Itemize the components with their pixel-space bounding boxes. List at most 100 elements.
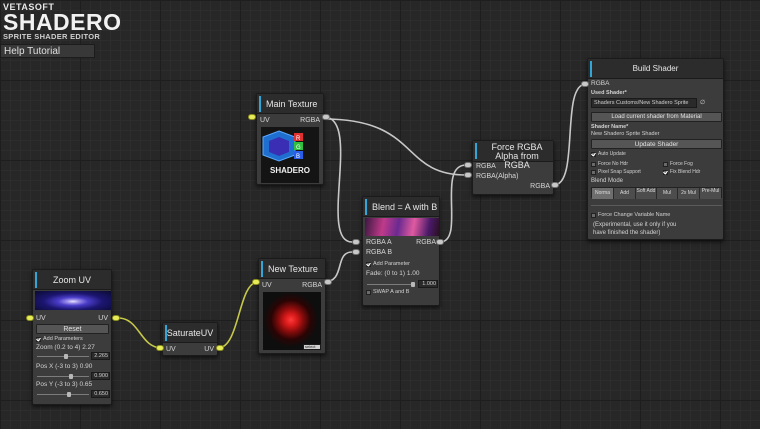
blend-out-label: RGBA xyxy=(416,239,436,246)
force-alpha-out-label: RGBA xyxy=(530,183,550,190)
blend-add-parameter-checkbox[interactable] xyxy=(366,262,371,267)
posx-slider[interactable] xyxy=(37,374,89,379)
zoom-uv-out-label: UV xyxy=(98,315,108,322)
add-parameters-checkbox[interactable] xyxy=(36,337,41,342)
texture-select-button[interactable]: select xyxy=(303,344,321,350)
fade-label: Fade: (0 to 1) 1.00 xyxy=(366,270,420,277)
posy-slider[interactable] xyxy=(37,392,89,397)
force-alpha-in-alpha-label: RGBA(Alpha) xyxy=(476,173,519,180)
fix-blend-checkbox[interactable] xyxy=(663,170,668,175)
experimental-note-line1: (Experimental, use it only if you xyxy=(593,222,677,228)
new-texture-in-pin[interactable] xyxy=(252,279,260,285)
main-texture-out-pin[interactable] xyxy=(322,114,330,120)
saturate-uv-in-label: UV xyxy=(166,346,176,353)
posy-slider-knob[interactable] xyxy=(67,392,71,397)
blend-add-parameter-label: Add Parameter xyxy=(373,261,410,267)
wire-saturateuv-to-newtexture xyxy=(217,281,259,349)
fix-blend-label: Fix Blend Hdr xyxy=(670,169,701,175)
force-no-hdr-label: Force No Hdr xyxy=(598,161,629,167)
zoom-uv-out-pin[interactable] xyxy=(112,315,120,321)
build-shader-in-pin[interactable] xyxy=(581,81,589,87)
node-force-alpha[interactable]: Force RGBA Alpha from RGBA RGBA RGBA(Alp… xyxy=(472,140,554,195)
blend-mode-pre-mul[interactable]: Pre-Mul xyxy=(700,188,721,199)
fade-slider[interactable] xyxy=(367,282,415,287)
zoom-uv-in-label: UV xyxy=(36,315,46,322)
load-shader-button[interactable]: Load current shader from Material xyxy=(591,112,722,122)
blend-mode-soft-add[interactable]: Soft Add xyxy=(636,188,657,199)
help-tutorial-button[interactable]: Help Tutorial xyxy=(0,44,95,58)
node-blend[interactable]: Blend = A with B RGBA A RGBA RGBA B Add … xyxy=(362,196,440,306)
node-title[interactable]: Main Texture xyxy=(257,94,323,114)
posx-label: Pos X (-3 to 3) 0.90 xyxy=(36,363,93,370)
shader-path-field[interactable]: Shaders Customs/New Shadero Sprite xyxy=(591,98,697,108)
force-no-hdr-checkbox[interactable] xyxy=(591,162,596,167)
fade-slider-knob[interactable] xyxy=(411,282,415,287)
node-main-texture[interactable]: Main Texture UV RGBA R G B SHADERO xyxy=(256,93,324,185)
logo-r-letter: R xyxy=(296,136,301,142)
blend-in-a-pin[interactable] xyxy=(352,239,360,245)
node-title[interactable]: Force RGBA Alpha from RGBA xyxy=(473,141,553,170)
shadero-logo: VETASOFT SHADERO SPRITE SHADER EDITOR xyxy=(3,3,122,41)
force-alpha-in-alpha-pin[interactable] xyxy=(464,172,472,178)
update-shader-button[interactable]: Update Shader xyxy=(591,139,722,149)
logo-shadero: SHADERO xyxy=(3,9,122,35)
node-title[interactable]: Build Shader xyxy=(588,59,723,79)
new-texture-preview xyxy=(263,292,321,350)
node-new-texture[interactable]: New Texture UV RGBA select xyxy=(258,258,326,354)
logo-g-swatch xyxy=(294,142,303,150)
auto-update-checkbox[interactable] xyxy=(591,152,596,157)
build-shader-in-label: RGBA xyxy=(591,80,610,87)
shader-name-value[interactable]: New Shadero Sprite Shader xyxy=(591,131,660,137)
force-change-checkbox[interactable] xyxy=(591,213,596,218)
zoom-uv-in-pin[interactable] xyxy=(26,315,34,321)
node-zoom-uv[interactable]: Zoom UV UV UV Reset Add Parameters Zoom … xyxy=(32,269,112,405)
blend-mode-2x-mul[interactable]: 2x Mul xyxy=(678,188,700,199)
blend-mode-norma[interactable]: Norma xyxy=(592,188,614,199)
new-texture-out-pin[interactable] xyxy=(324,279,332,285)
fade-value-field[interactable]: 1.000 xyxy=(418,280,438,288)
posy-value-field[interactable]: 0.650 xyxy=(91,390,110,398)
logo-shadero-text: SHADERO xyxy=(270,166,310,175)
node-title[interactable]: SaturateUV xyxy=(163,323,217,343)
force-alpha-out-pin[interactable] xyxy=(551,182,559,188)
blend-mode-add[interactable]: Add xyxy=(614,188,636,199)
saturate-uv-out-label: UV xyxy=(204,346,214,353)
saturate-uv-out-pin[interactable] xyxy=(216,345,224,351)
blend-out-pin[interactable] xyxy=(436,239,444,245)
zoom-slider[interactable] xyxy=(37,354,89,359)
add-parameters-label: Add Parameters xyxy=(43,336,83,342)
posy-label: Pos Y (-3 to 3) 0.65 xyxy=(36,381,93,388)
blend-preview xyxy=(365,218,439,236)
force-alpha-in-rgba-label: RGBA xyxy=(476,163,496,170)
wire-maintexture-to-forcealpha xyxy=(323,118,467,176)
zoom-slider-knob[interactable] xyxy=(64,354,68,359)
node-title[interactable]: New Texture xyxy=(259,259,325,279)
blend-mode-mul[interactable]: Mul xyxy=(657,188,678,199)
saturate-uv-in-pin[interactable] xyxy=(156,345,164,351)
node-build-shader[interactable]: Build Shader RGBA Used Shader* Shaders C… xyxy=(587,58,724,240)
force-change-label: Force Change Variable Name xyxy=(598,212,671,218)
node-saturate-uv[interactable]: SaturateUV UV UV xyxy=(162,322,218,356)
swap-checkbox[interactable] xyxy=(366,290,371,295)
reset-button[interactable]: Reset xyxy=(36,324,109,334)
posx-value-field[interactable]: 0.900 xyxy=(91,372,110,380)
zoom-value-field[interactable]: 2.265 xyxy=(91,352,110,360)
force-fog-checkbox[interactable] xyxy=(663,162,668,167)
new-texture-in-label: UV xyxy=(262,282,272,289)
force-alpha-in-rgba-pin[interactable] xyxy=(464,162,472,168)
wire-zoomuv-to-saturateuv xyxy=(117,317,163,349)
shader-path-text: Shaders Customs/New Shadero Sprite xyxy=(594,100,689,106)
shader-path-icon[interactable]: ∅ xyxy=(700,100,706,106)
pixel-snap-checkbox[interactable] xyxy=(591,170,596,175)
node-title[interactable]: Zoom UV xyxy=(33,270,111,290)
swap-label: SWAP A and B xyxy=(373,289,410,295)
blend-in-b-pin[interactable] xyxy=(352,249,360,255)
main-texture-in-pin[interactable] xyxy=(248,114,256,120)
posx-slider-knob[interactable] xyxy=(69,374,73,379)
wire-maintexture-to-blend-a xyxy=(323,116,353,243)
force-alpha-title-text: Force RGBA Alpha from RGBA xyxy=(491,142,543,170)
node-title[interactable]: Blend = A with B xyxy=(363,197,439,217)
blend-mode-selector[interactable]: Norma Add Soft Add Mul 2x Mul Pre-Mul xyxy=(591,187,722,199)
shader-name-label: Shader Name* xyxy=(591,124,629,130)
